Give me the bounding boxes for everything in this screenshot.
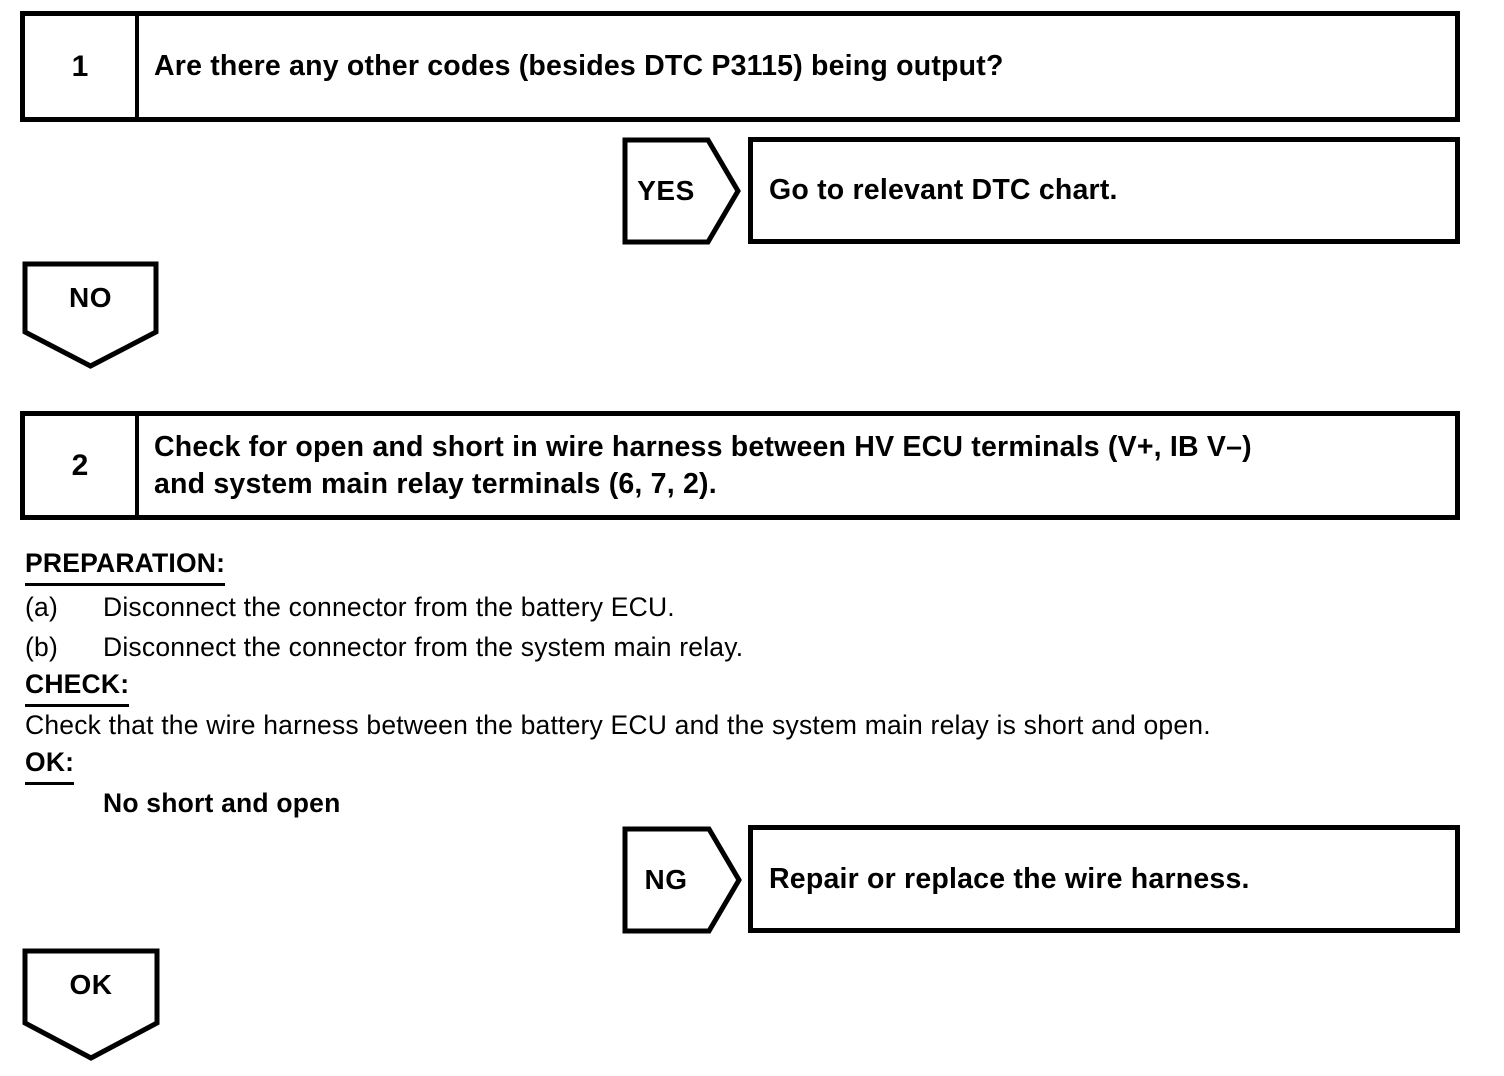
ng-label: NG [644,864,688,895]
pentagon-down-icon [22,261,159,369]
prep-item-b-text: Disconnect the connector from the system… [103,632,744,662]
step-1-number: 1 [25,16,139,117]
yes-connector: YES [622,137,741,245]
step-2-number: 2 [25,416,139,515]
prep-item-b: (b) Disconnect the connector from the sy… [25,632,1475,663]
ok-condition-text: No short and open [103,788,341,818]
ng-connector: NG [622,826,742,934]
prep-item-a: (a) Disconnect the connector from the ba… [25,592,1475,623]
step-1-question: Are there any other codes (besides DTC P… [154,50,1004,82]
prep-item-a-text: Disconnect the connector from the batter… [103,592,675,622]
step-2-question-line1: Check for open and short in wire harness… [154,430,1252,463]
prep-item-b-marker: (b) [25,632,58,662]
step-1-box: 1 Are there any other codes (besides DTC… [20,11,1460,122]
pentagon-down-icon [22,948,160,1061]
prep-item-a-marker: (a) [25,592,58,622]
ok-label: OK [69,969,113,1000]
pentagon-right-icon [622,137,741,245]
pentagon-right-icon [622,826,742,934]
check-text: Check that the wire harness between the … [25,710,1211,740]
step-2-question-line2: and system main relay terminals (6, 7, 2… [154,467,717,500]
step-2-box: 2 Check for open and short in wire harne… [20,411,1460,520]
check-heading: CHECK: [25,669,130,707]
yes-result-text: Go to relevant DTC chart. [769,174,1118,206]
ng-result-text: Repair or replace the wire harness. [769,862,1250,895]
ok-heading: OK: [25,747,75,785]
no-connector: NO [22,261,159,369]
no-label: NO [69,282,112,313]
ok-connector: OK [22,948,160,1061]
ng-result-box: Repair or replace the wire harness. [748,825,1460,933]
yes-label: YES [637,175,695,206]
yes-result-box: Go to relevant DTC chart. [748,137,1460,244]
preparation-heading: PREPARATION: [25,548,226,586]
